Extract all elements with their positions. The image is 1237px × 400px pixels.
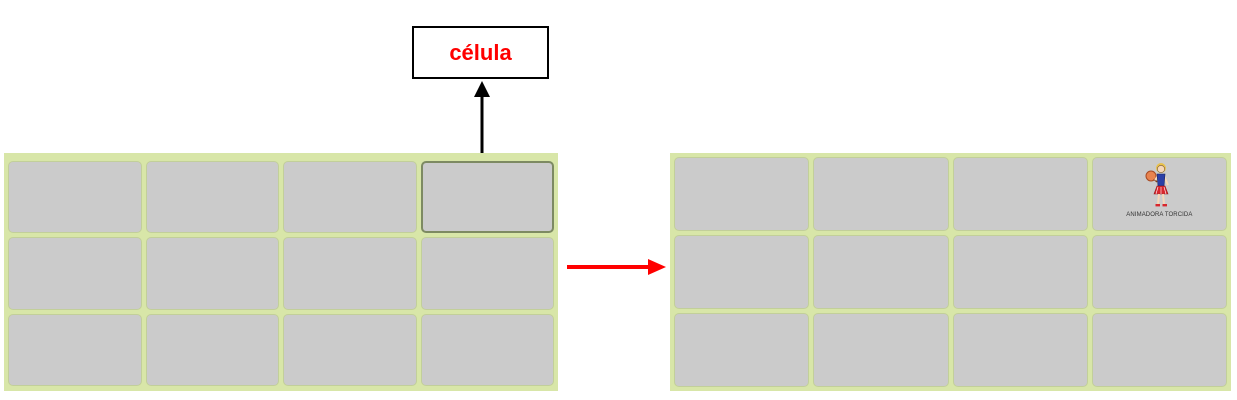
- pointer-arrow: [474, 81, 490, 154]
- grid-cell[interactable]: [283, 237, 417, 310]
- grid-cell[interactable]: [813, 157, 949, 231]
- grid-cell[interactable]: [1091, 313, 1227, 387]
- grid-cell[interactable]: [952, 157, 1088, 231]
- grid-cell[interactable]: [145, 237, 279, 310]
- grid-before: [4, 153, 558, 391]
- grid-cell[interactable]: [8, 313, 142, 386]
- grid-cell[interactable]: [8, 237, 142, 310]
- grid-cell[interactable]: [1091, 235, 1227, 309]
- grid-cell[interactable]: [674, 157, 810, 231]
- cheerleader-icon: [1145, 163, 1170, 207]
- pictogram-label: ANIMADORA TORCIDA: [1126, 212, 1193, 218]
- grid-cell[interactable]: [283, 161, 417, 234]
- grid-cell[interactable]: [145, 313, 279, 386]
- grid-after: ANIMADORA TORCIDA: [670, 153, 1231, 391]
- grid-cell[interactable]: [8, 161, 142, 234]
- grid-cell[interactable]: [813, 313, 949, 387]
- grid-cell[interactable]: [674, 313, 810, 387]
- cell-callout-box: célula: [412, 26, 549, 79]
- grid-cell[interactable]: [283, 313, 417, 386]
- cell-callout-label: célula: [449, 39, 512, 65]
- grid-cell[interactable]: [420, 313, 554, 386]
- grid-cell[interactable]: [674, 235, 810, 309]
- pictogram: ANIMADORA TORCIDA: [1093, 162, 1226, 226]
- grid-cell[interactable]: [420, 237, 554, 310]
- transition-arrow: [567, 259, 666, 275]
- grid-cell[interactable]: [813, 235, 949, 309]
- grid-cell[interactable]: [145, 161, 279, 234]
- grid-cell-selected[interactable]: [420, 161, 554, 234]
- grid-cell[interactable]: [952, 313, 1088, 387]
- grid-cell-with-pictogram[interactable]: ANIMADORA TORCIDA: [1091, 157, 1227, 231]
- grid-cell[interactable]: [952, 235, 1088, 309]
